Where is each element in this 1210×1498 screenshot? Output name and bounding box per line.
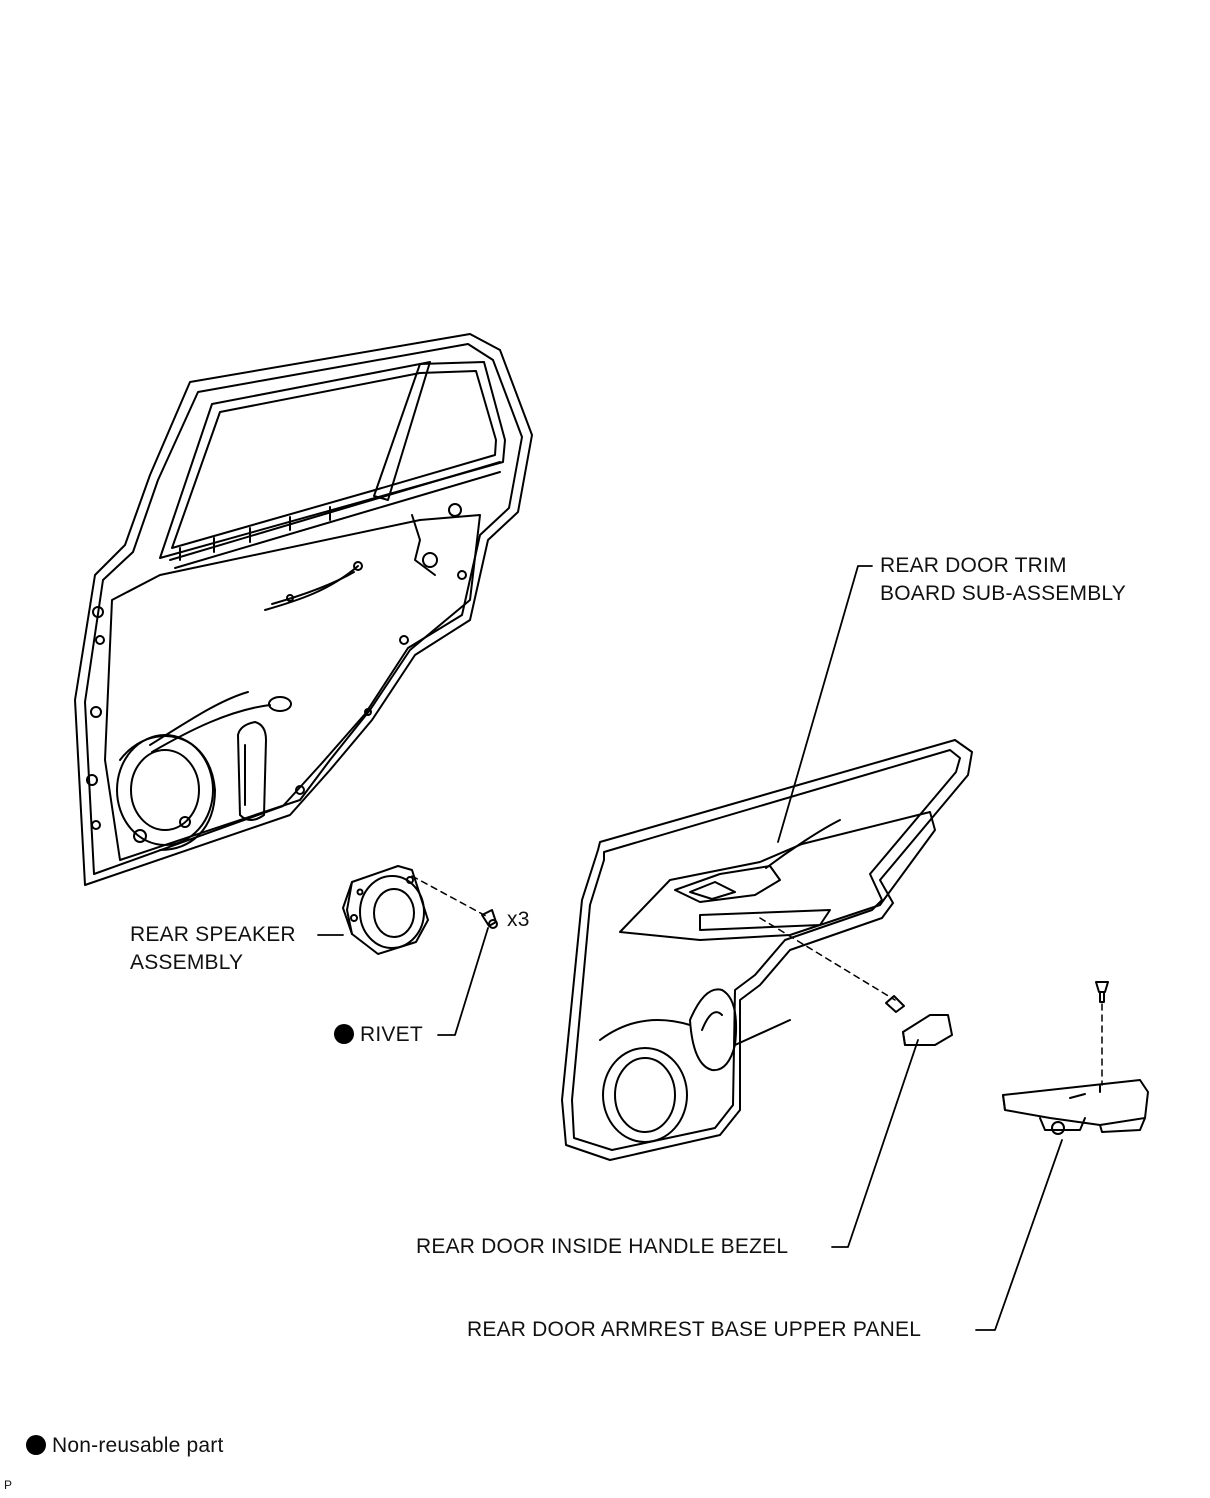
rear-door-armrest-panel-drawing	[1002, 981, 1149, 1135]
legend: Non-reusable part	[26, 1432, 224, 1460]
rear-door-trim-board-drawing	[561, 739, 973, 1161]
non-reusable-legend-dot-icon	[26, 1435, 46, 1455]
trim-board-label-line1: REAR DOOR TRIM	[880, 554, 1067, 577]
rivet-drawing	[481, 909, 498, 929]
rivet-qty-label: x3	[507, 908, 530, 931]
corner-code: P	[4, 1478, 13, 1492]
rear-speaker-assembly-drawing	[342, 865, 429, 955]
trim-board-label: REAR DOOR TRIM BOARD SUB-ASSEMBLY	[880, 552, 1126, 608]
trim-board-label-line2: BOARD SUB-ASSEMBLY	[880, 582, 1126, 605]
rivet-label-text: RIVET	[360, 1023, 423, 1046]
rivet-label: RIVET	[334, 1021, 423, 1049]
non-reusable-dot-icon	[334, 1024, 354, 1044]
speaker-label: REAR SPEAKER ASSEMBLY	[130, 921, 296, 977]
leader-lines	[317, 565, 1063, 1331]
handle-bezel-label: REAR DOOR INSIDE HANDLE BEZEL	[416, 1235, 789, 1258]
armrest-panel-label: REAR DOOR ARMREST BASE UPPER PANEL	[467, 1318, 922, 1341]
speaker-label-line2: ASSEMBLY	[130, 951, 244, 974]
rear-door-inside-handle-bezel-drawing	[902, 1014, 953, 1046]
speaker-label-line1: REAR SPEAKER	[130, 923, 296, 946]
rear-door-frame	[74, 333, 533, 886]
legend-non-reusable-text: Non-reusable part	[52, 1434, 224, 1457]
